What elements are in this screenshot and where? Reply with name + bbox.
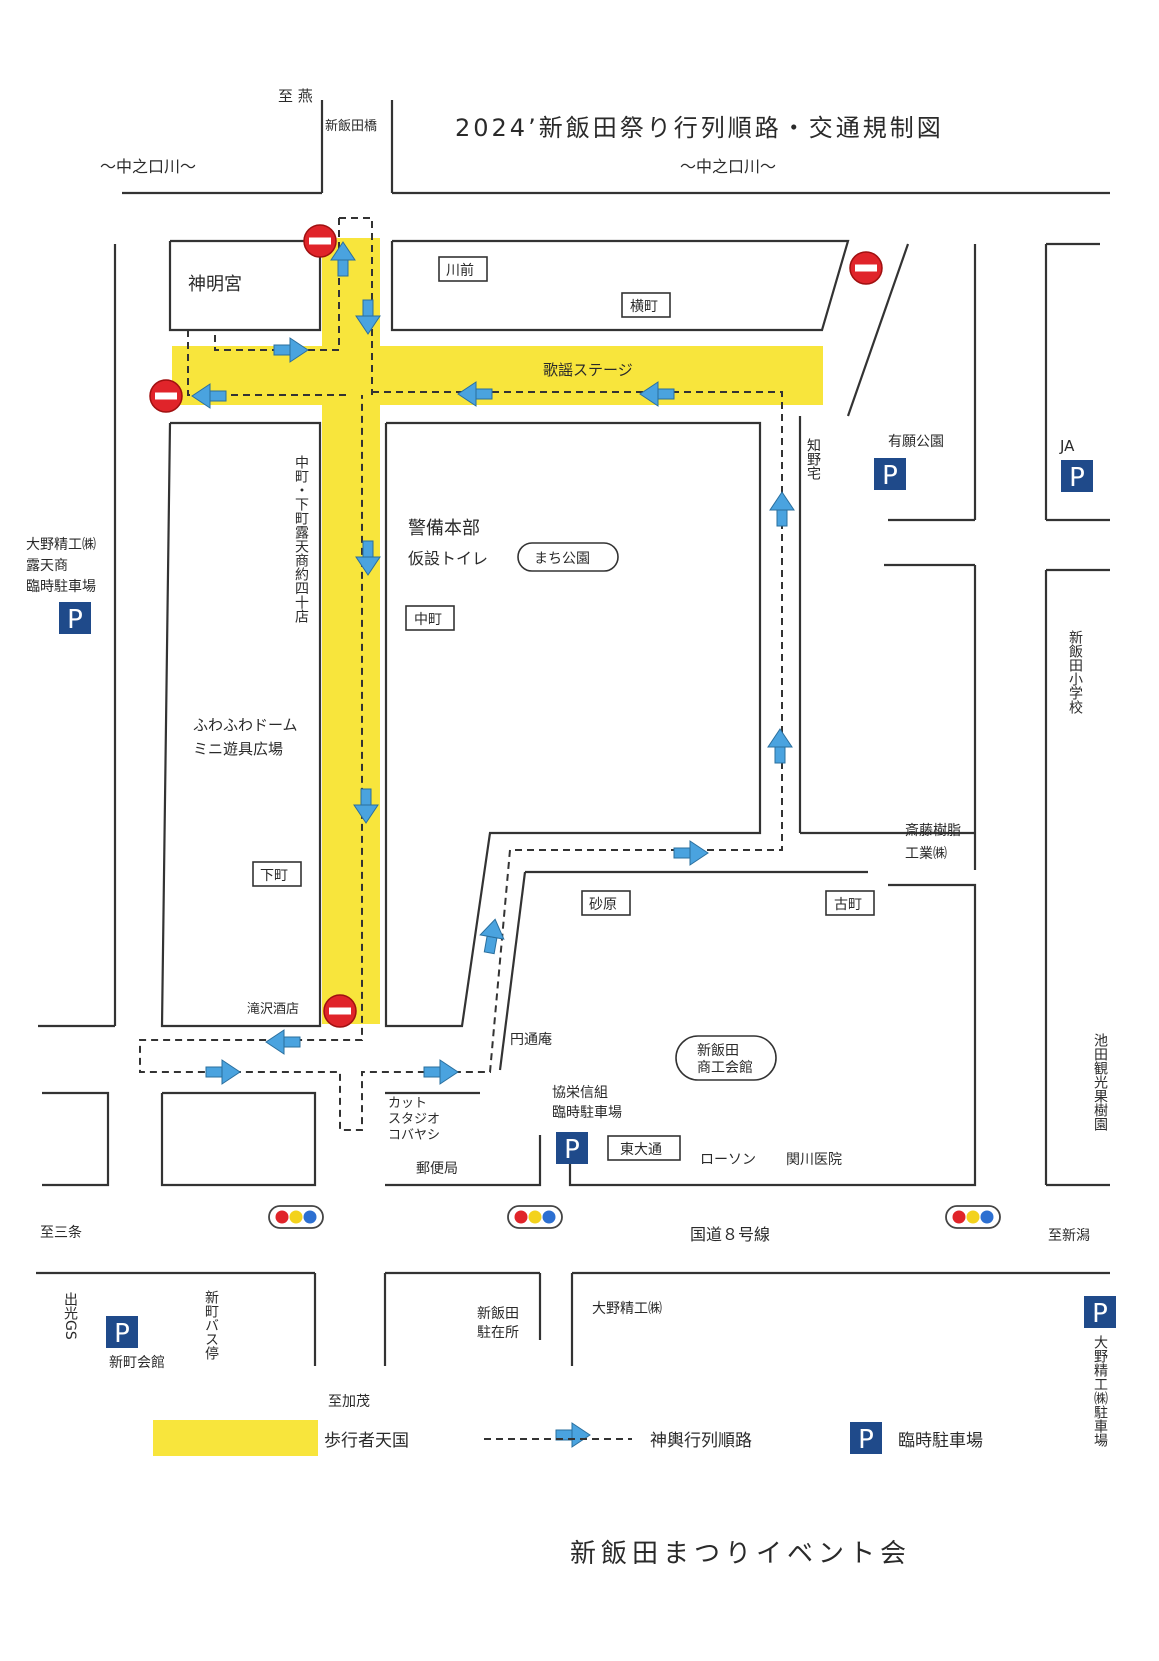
- legend-procession-label: 神輿行列順路: [650, 1431, 752, 1451]
- bridge-label: 新飯田橋: [325, 118, 377, 134]
- road-lines: [36, 100, 1110, 1366]
- map-labels: 2024’新飯田祭り行列順路・交通規制図 至 燕 〜中之口川〜 〜中之口川〜 新…: [26, 87, 1108, 1447]
- chinoya-label: 知野宅: [805, 437, 821, 480]
- kyoei-label-2: 臨時駐車場: [552, 1104, 622, 1121]
- saito-label-1: 斎藤樹脂: [905, 822, 961, 839]
- furumachi-label: 古町: [834, 897, 862, 913]
- kawamae-label: 川前: [446, 262, 474, 279]
- stage-label: 歌謡ステージ: [543, 361, 633, 379]
- orchard-label: 池田観光果樹園: [1092, 1033, 1108, 1131]
- ono-west-label-1: 大野精工㈱: [26, 537, 96, 553]
- uganpark-label: 有願公園: [888, 434, 944, 450]
- ono-west-label-3: 臨時駐車場: [26, 578, 96, 595]
- legend-parking-label: 臨時駐車場: [898, 1431, 983, 1451]
- traffic-signals: [268, 1205, 1001, 1229]
- no-entry-icon: [303, 224, 337, 258]
- yokomachi-label: 横町: [630, 299, 658, 315]
- traffic-signal-icon: [945, 1205, 1001, 1229]
- cut-label-2: スタジオ: [388, 1112, 440, 1127]
- takizawa-label: 滝沢酒店: [247, 1002, 299, 1017]
- traffic-signal-icon: [268, 1205, 324, 1229]
- label-boxes: [252, 256, 875, 1161]
- machipark-label: まち公園: [534, 551, 590, 567]
- sekikawa-label: 関川医院: [786, 1152, 842, 1168]
- hq-label: 警備本部: [408, 518, 480, 539]
- shimomachi-label: 下町: [260, 868, 288, 884]
- entsuan-label: 円通庵: [510, 1031, 552, 1048]
- map-title: 2024’新飯田祭り行列順路・交通規制図: [455, 114, 944, 142]
- parking-icon: [106, 1316, 138, 1349]
- cut-label-3: コバヤシ: [388, 1128, 440, 1143]
- ono-east-label: 大野精工㈱駐車場: [1092, 1335, 1108, 1447]
- legend-pedestrian-swatch: [153, 1420, 318, 1456]
- ono-south-label: 大野精工㈱: [592, 1301, 662, 1317]
- playground-label: ミニ遊具広場: [193, 740, 283, 758]
- parking-icon: [59, 602, 91, 635]
- gs-label: 出光GS: [62, 1292, 78, 1340]
- parking-icon: [874, 458, 906, 491]
- school-label: 新飯田小学校: [1067, 630, 1083, 714]
- no-entry-signs: [149, 224, 883, 1028]
- parking-icon: [1061, 460, 1093, 493]
- kyoei-label-1: 協栄信組: [552, 1085, 608, 1101]
- ono-west-label-2: 露天商: [26, 558, 68, 574]
- stalls-label: 中町・下町露天商約四十店: [293, 455, 309, 623]
- police-label-1: 新飯田: [477, 1305, 519, 1322]
- toilet-label: 仮設トイレ: [408, 549, 488, 568]
- shinmachi-hall-label: 新町会館: [109, 1354, 165, 1371]
- police-label-2: 駐在所: [477, 1325, 519, 1341]
- west-direction: 至三条: [40, 1224, 82, 1241]
- bus-stop-label: 新町バス停: [203, 1290, 219, 1360]
- higashi-label: 東大通: [620, 1142, 662, 1158]
- legend-parking-icon: [850, 1422, 882, 1455]
- nakamachi-label: 中町: [414, 612, 442, 628]
- parking-icon: [1084, 1296, 1116, 1329]
- no-entry-icon: [323, 994, 357, 1028]
- ja-label: JA: [1059, 437, 1075, 455]
- organizer: 新飯田まつりイベント会: [570, 1539, 911, 1569]
- saito-label-2: 工業㈱: [905, 846, 947, 862]
- south-direction: 至加茂: [328, 1393, 370, 1410]
- route8-label: 国道８号線: [690, 1225, 770, 1244]
- chamber-label-1: 新飯田: [697, 1042, 739, 1059]
- direction-north: 至 燕: [278, 87, 313, 105]
- river-left: 〜中之口川〜: [100, 157, 196, 176]
- east-direction: 至新潟: [1048, 1228, 1090, 1244]
- traffic-signal-icon: [507, 1205, 563, 1229]
- parking-icon: [556, 1132, 588, 1165]
- post-label: 郵便局: [416, 1161, 458, 1177]
- shinmeigu-label: 神明宮: [188, 274, 242, 295]
- chamber-label-2: 商工会館: [697, 1059, 753, 1076]
- pedestrian-zone: [172, 238, 823, 1024]
- no-entry-icon: [849, 251, 883, 285]
- legend-pedestrian-label: 歩行者天国: [324, 1431, 409, 1451]
- lawson-label: ローソン: [700, 1152, 756, 1168]
- cut-label-1: カット: [388, 1096, 427, 1111]
- legend: 歩行者天国 神輿行列順路 臨時駐車場: [153, 1420, 983, 1456]
- dome-label: ふわふわドーム: [193, 716, 298, 734]
- no-entry-icon: [149, 379, 183, 413]
- sunahara-label: 砂原: [589, 897, 617, 913]
- river-right: 〜中之口川〜: [680, 157, 776, 176]
